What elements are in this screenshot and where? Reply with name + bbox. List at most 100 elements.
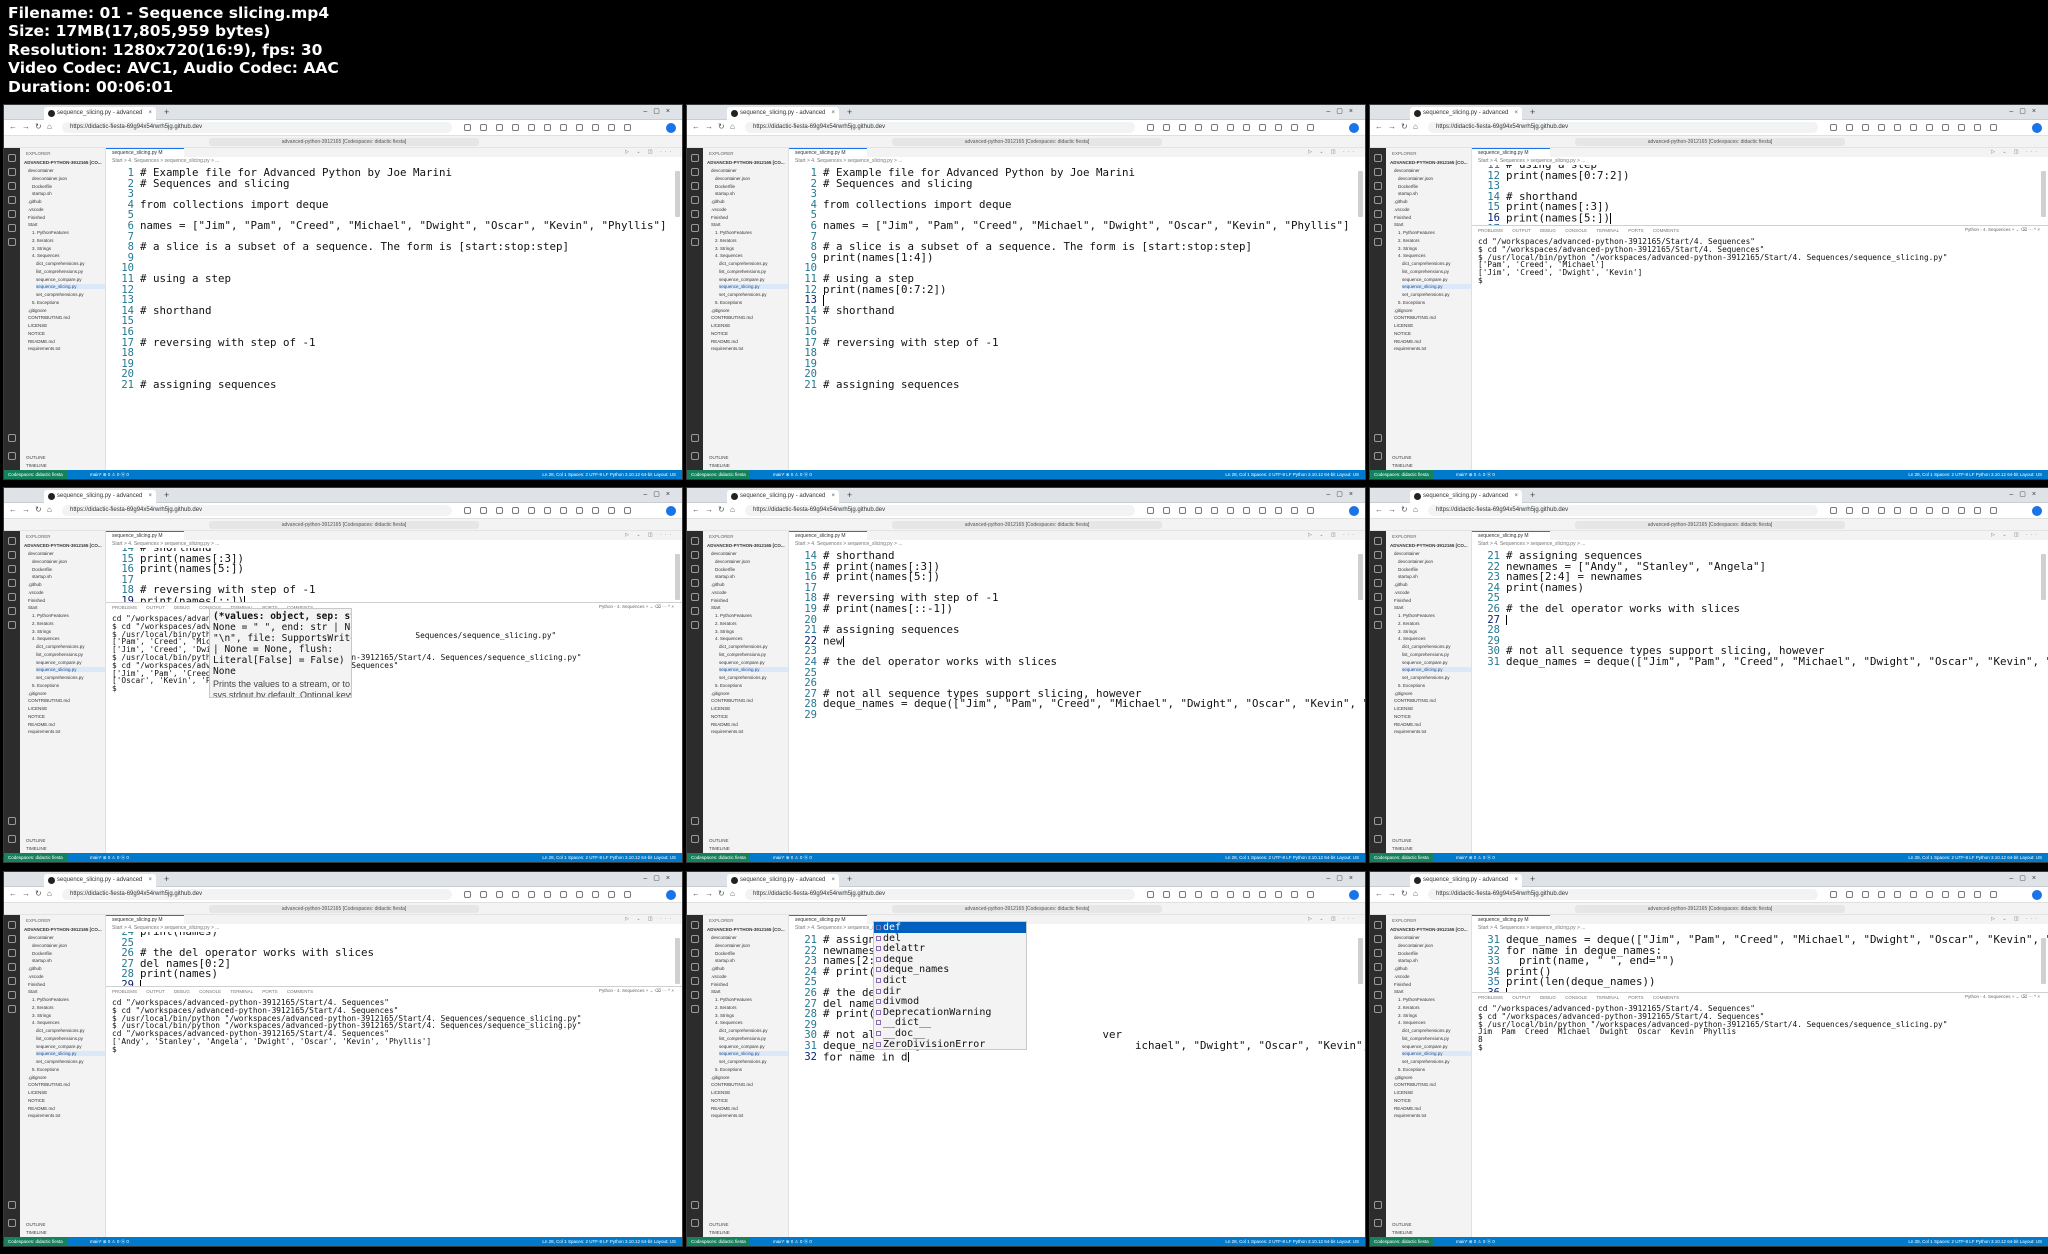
address-bar[interactable]: https://didactic-fiesta-69g94x54rwrh5jg.… [62,889,452,900]
window-controls[interactable]: –▢× [2009,491,2042,498]
extension-icon[interactable] [576,124,583,131]
file-tree-item[interactable]: Start [1394,605,1404,611]
extension-icon[interactable] [1926,507,1933,514]
explorer-icon[interactable] [691,537,699,545]
file-tree-item[interactable]: dict_comprehensions.py [1402,644,1451,649]
workspace-root[interactable]: ADVANCED-PYTHON-3912165 [CO... [707,160,785,165]
source-control-icon[interactable] [1374,565,1382,573]
extension-icon[interactable] [1163,507,1170,514]
timeline-section[interactable]: TIMELINE [709,463,730,468]
extension-icon[interactable] [1195,891,1202,898]
extension-icon[interactable] [1862,891,1869,898]
file-tree-item[interactable]: sequence_compare.py [36,659,82,665]
file-tree-item[interactable]: Dockerfile [715,566,736,572]
manage-gear-icon[interactable] [8,1219,16,1227]
back-icon[interactable]: ← [692,505,700,514]
extension-icon[interactable] [1259,124,1266,131]
file-tree-item[interactable]: sequence_slicing.py [719,284,788,290]
outline-section[interactable]: OUTLINE [26,455,46,460]
extension-icon[interactable] [528,891,535,898]
file-tree-item[interactable]: sequence_slicing.py [36,1051,105,1057]
outline-section[interactable]: OUTLINE [26,1222,46,1227]
autocomplete-item[interactable]: deque [874,954,1026,965]
file-tree-item[interactable]: sequence_compare.py [719,1043,765,1049]
file-tree-item[interactable]: devcontainer.json [1398,942,1434,948]
extension-icon[interactable] [1147,891,1154,898]
extension-icon[interactable] [1243,124,1250,131]
explorer-icon[interactable] [8,537,16,545]
file-tree-item[interactable]: list_comprehensions.py [36,1035,84,1041]
minimap-slider[interactable] [675,938,680,984]
home-icon[interactable]: ⌂ [47,889,52,898]
file-tree-item[interactable]: Start [28,222,38,228]
extension-icon[interactable] [1974,124,1981,131]
file-tree-item[interactable]: LICENSE [711,323,731,328]
file-tree-item[interactable]: .github [711,199,725,204]
testing-icon[interactable] [691,1005,699,1013]
remote-icon[interactable] [8,607,16,615]
command-center[interactable]: advanced-python-3912165 [Codespaces: did… [209,905,479,913]
file-tree-item[interactable]: Finished [711,597,729,603]
file-tree-item[interactable]: .vscode [711,589,727,595]
remote-indicator[interactable]: Codespaces: didactic fiesta [687,853,750,862]
profile-avatar[interactable] [2032,506,2042,516]
editor-status[interactable]: Ln 28, Col 1 Spaces: 2 UTF-8 LF Python 3… [1225,1239,1359,1244]
command-center[interactable]: advanced-python-3912165 [Codespaces: did… [1575,905,1845,913]
extension-icon[interactable] [544,124,551,131]
address-bar[interactable]: https://didactic-fiesta-69g94x54rwrh5jg.… [1428,122,1818,133]
extension-icon[interactable] [560,891,567,898]
extensions-icon[interactable] [8,977,16,985]
file-tree-item[interactable]: 2. Iterators [715,1004,737,1010]
file-tree-item[interactable]: .github [1394,966,1408,971]
workspace-root[interactable]: ADVANCED-PYTHON-3912165 [CO... [1390,927,1468,932]
remote-indicator[interactable]: Codespaces: didactic fiesta [687,1237,750,1246]
file-tree-item[interactable]: set_comprehensions.py [1402,292,1450,297]
search-icon[interactable] [8,551,16,559]
timeline-section[interactable]: TIMELINE [1392,463,1413,468]
extensions-icon[interactable] [691,593,699,601]
extension-icon[interactable] [608,891,615,898]
file-tree-item[interactable]: Start [1394,222,1404,228]
file-tree-item[interactable]: 1. PythonFeatures [32,997,69,1002]
close-tab-icon[interactable]: × [148,110,152,116]
extension-icon[interactable] [1259,891,1266,898]
forward-icon[interactable]: → [22,505,30,514]
autocomplete-item[interactable]: dir [874,986,1026,997]
file-tree-item[interactable]: 4. Sequences [32,636,60,642]
command-center[interactable]: advanced-python-3912165 [Codespaces: did… [892,521,1162,529]
editor-tab-sequence-slicing[interactable]: sequence_slicing.py M [1472,531,1550,540]
back-icon[interactable]: ← [1375,889,1383,898]
extension-icon[interactable] [512,891,519,898]
autocomplete-item[interactable]: divmod [874,996,1026,1007]
file-tree-item[interactable]: sequence_slicing.py [1402,1051,1471,1057]
home-icon[interactable]: ⌂ [730,505,735,514]
file-tree-item[interactable]: devcontainer [28,935,54,940]
file-tree-item[interactable]: README.md [28,338,55,344]
terminal-actions[interactable]: Python - 4. Sequences + ⌄ ⌫ ··· ^ × [1964,994,2040,999]
extension-icon[interactable] [592,507,599,514]
file-tree-item[interactable]: devcontainer [711,935,737,940]
manage-gear-icon[interactable] [8,835,16,843]
extension-icon[interactable] [1974,507,1981,514]
search-icon[interactable] [1374,551,1382,559]
close-tab-icon[interactable]: × [1514,877,1518,883]
file-tree-item[interactable]: NOTICE [1394,330,1412,336]
close-tab-icon[interactable]: × [1514,110,1518,116]
forward-icon[interactable]: → [705,122,713,131]
file-tree-item[interactable]: 5. Exceptions [1398,682,1426,688]
file-tree-item[interactable]: requirements.txt [28,346,61,352]
file-tree-item[interactable]: 1. PythonFeatures [715,997,752,1002]
file-tree-item[interactable]: requirements.txt [28,1113,61,1119]
file-tree-item[interactable]: 2. Iterators [715,237,737,243]
extension-icon[interactable] [1275,891,1282,898]
file-tree-item[interactable]: Start [711,989,721,995]
file-tree-item[interactable]: LICENSE [1394,706,1414,711]
accounts-icon[interactable] [8,434,16,442]
minimap-slider[interactable] [2041,938,2046,984]
source-control-icon[interactable] [691,182,699,190]
explorer-icon[interactable] [8,921,16,929]
file-tree-item[interactable]: CONTRIBUTING.md [711,1082,753,1088]
source-control-icon[interactable] [1374,182,1382,190]
home-icon[interactable]: ⌂ [730,889,735,898]
